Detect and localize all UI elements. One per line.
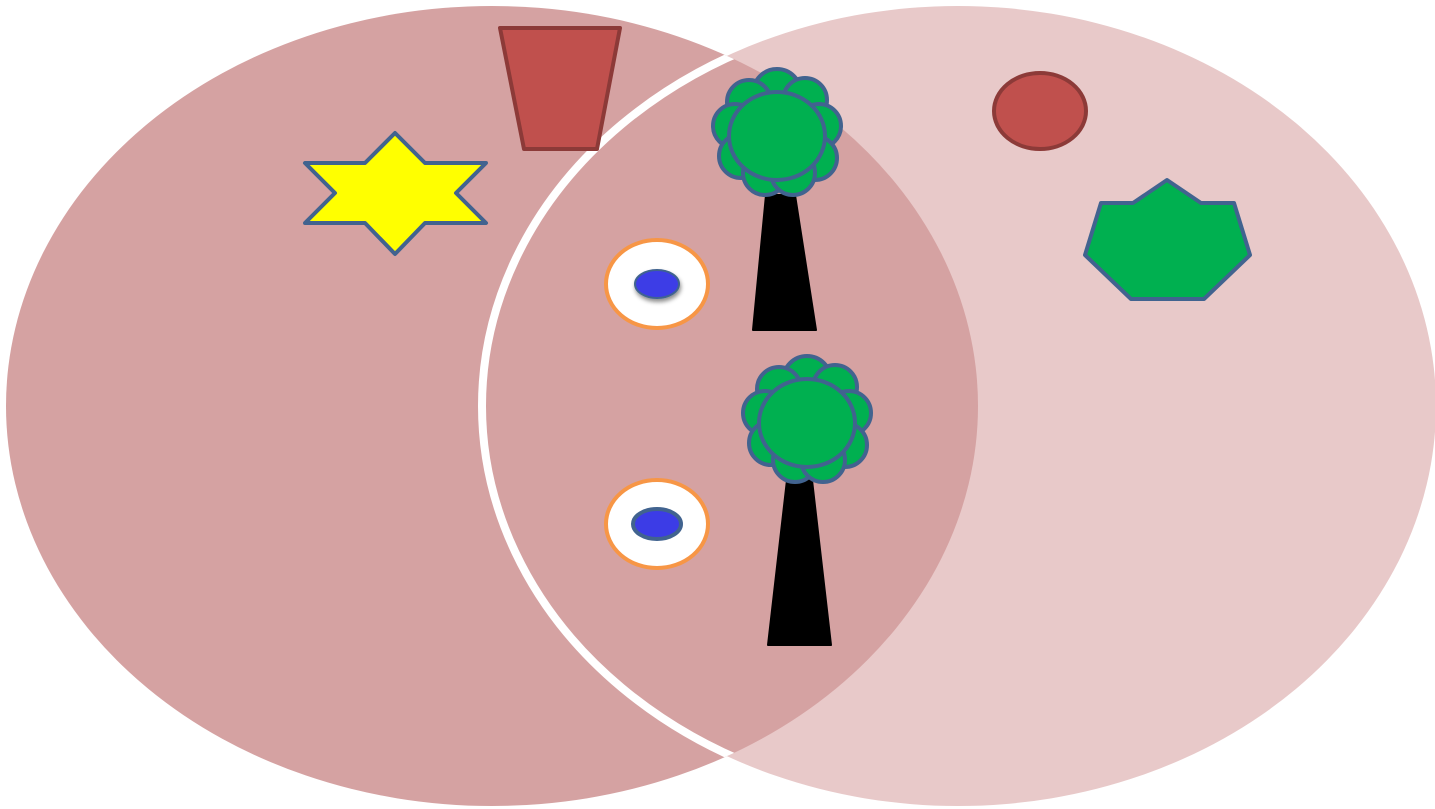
red-ellipse-shape: [994, 73, 1086, 149]
tree-top-crown: [713, 69, 841, 195]
tree-bottom-crown: [743, 356, 871, 482]
eye-top: [606, 240, 708, 328]
eye-top-pupil: [635, 270, 679, 298]
eye-bottom: [606, 480, 708, 568]
eye-bottom-pupil: [633, 509, 681, 539]
